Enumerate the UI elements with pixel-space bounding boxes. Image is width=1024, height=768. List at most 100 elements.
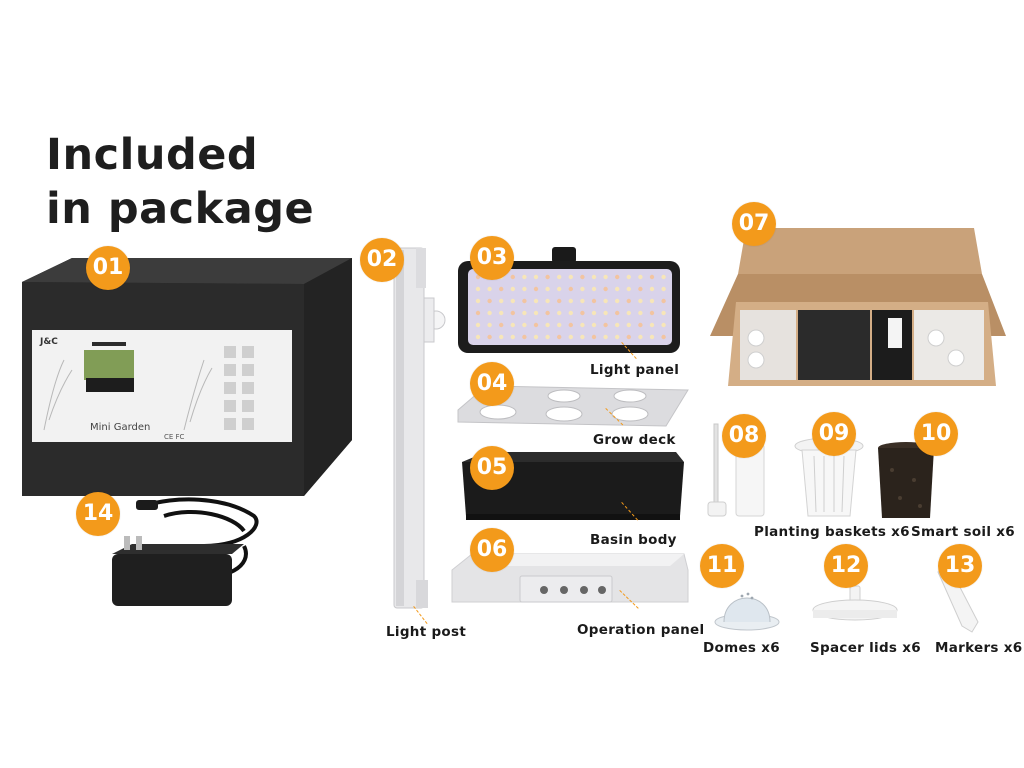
led-dot [661,274,666,280]
accessories-box [706,218,1012,398]
led-dot [638,334,643,340]
led-dot [533,298,539,304]
led-dot [545,286,550,292]
led-dot [475,310,481,316]
led-dot [533,310,539,316]
led-dot [499,298,504,304]
led-dot [522,274,527,280]
led-dot [499,334,504,340]
badge-01: 01 [86,246,130,290]
led-dot [522,310,527,316]
label-planting-baskets: Planting baskets x6 [754,524,910,540]
led-dot [568,322,573,328]
badge-11: 11 [700,544,744,588]
led-dot [638,286,643,292]
dome [712,578,782,634]
badge-05: 05 [470,446,514,490]
badge-02: 02 [360,238,404,282]
led-dot [557,298,562,304]
led-dot [661,310,666,316]
led-dot [580,310,585,316]
led-dot [591,286,597,292]
badge-12: 12 [824,544,868,588]
led-dot [487,298,492,304]
led-dot [615,334,620,340]
smart-soil [874,440,938,522]
led-dot [615,298,620,304]
label-operation-panel: Operation panel [577,622,705,638]
heading-line-2: in package [46,184,315,234]
led-dot [580,298,585,304]
led-dot [603,310,608,316]
led-dot [603,298,608,304]
led-dot [638,322,643,328]
box-product-name: Mini Garden [90,422,151,433]
led-dot [545,322,550,328]
badge-14: 14 [76,492,120,536]
led-dot [510,310,515,316]
led-dot [533,274,539,280]
badge-06: 06 [470,528,514,572]
led-dot [649,298,655,304]
led-dot [661,286,666,292]
led-dot [615,286,620,292]
led-dot [591,322,597,328]
led-dot [615,274,620,280]
led-dot [499,286,504,292]
led-dot [475,286,481,292]
led-dot [626,274,631,280]
label-smart-soil: Smart soil x6 [911,524,1015,540]
led-dot [603,286,608,292]
led-dot [661,334,666,340]
spacer-lid [810,582,900,632]
light-panel [456,245,682,357]
led-dot [522,298,527,304]
led-dot [533,334,539,340]
led-dot [499,322,504,328]
label-domes: Domes x6 [703,640,780,656]
led-dot [475,334,481,340]
led-dot [557,274,562,280]
led-dot [615,322,620,328]
led-dot [591,334,597,340]
led-dot [661,322,666,328]
led-dot [487,334,492,340]
led-dot [626,322,631,328]
power-adapter [104,486,264,612]
led-dot [626,310,631,316]
led-dot [499,310,504,316]
led-dot [580,274,585,280]
led-dot [557,322,562,328]
badge-08: 08 [722,414,766,458]
led-dot [626,298,631,304]
led-dot [557,286,562,292]
led-dot [545,274,550,280]
led-dot [568,310,573,316]
operation-panel [448,548,692,608]
led-dot [603,274,608,280]
led-dot [522,334,527,340]
led-dot [580,286,585,292]
led-dot [580,322,585,328]
led-dot [522,286,527,292]
led-dot [591,298,597,304]
led-dot [603,334,608,340]
led-dot [603,322,608,328]
led-dot [487,286,492,292]
badge-04: 04 [470,362,514,406]
led-dot [545,310,550,316]
led-dot [591,274,597,280]
led-dot [568,298,573,304]
led-dot [510,334,515,340]
heading-line-1: Included [46,130,259,180]
led-dot [568,286,573,292]
led-dot [557,310,562,316]
led-dot [638,274,643,280]
led-dot [487,322,492,328]
badge-03: 03 [470,236,514,280]
label-basin-body: Basin body [590,532,677,548]
led-dot [510,286,515,292]
led-dot [545,334,550,340]
grow-deck [452,382,692,432]
led-dot [557,334,562,340]
